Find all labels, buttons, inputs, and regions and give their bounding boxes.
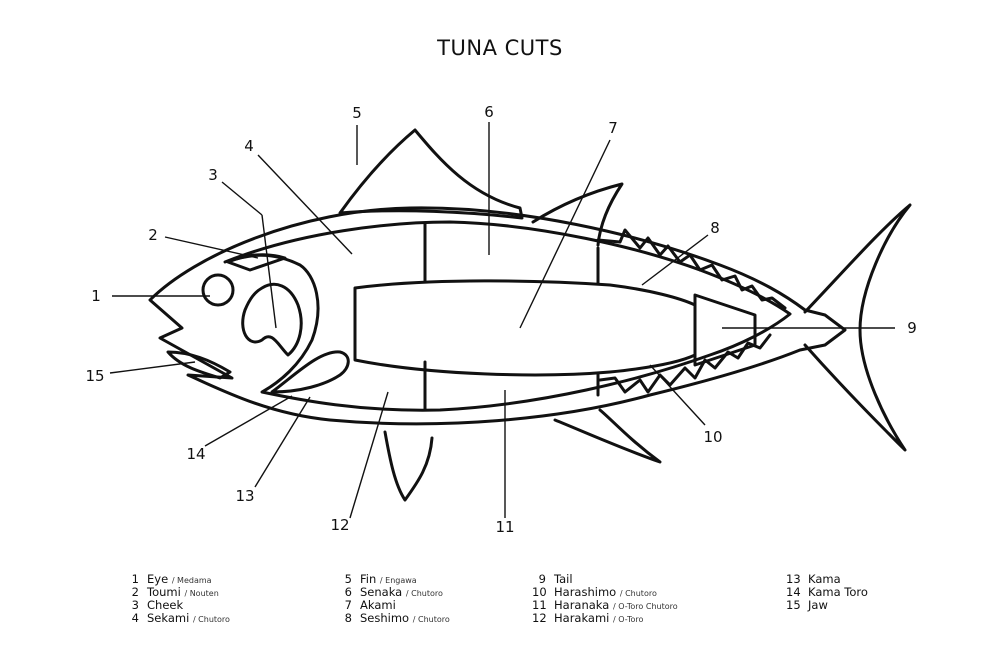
legend-item: 13 Kama (786, 573, 868, 586)
legend-number: 11 (532, 598, 547, 612)
legend-number: 14 (786, 585, 801, 599)
diagram-title: TUNA CUTS (437, 36, 563, 60)
legend-name: Harakami (554, 611, 610, 625)
label-8: 8 (710, 219, 720, 237)
kama-toro (270, 350, 350, 394)
legend-name: Senaka (360, 585, 403, 599)
legend-name: Eye (147, 572, 169, 586)
label-1: 1 (91, 287, 101, 305)
legend-sub: / Chutoro (405, 589, 443, 598)
label-3: 3 (208, 166, 218, 184)
tail-fin (803, 203, 912, 452)
legend-number: 6 (344, 585, 352, 599)
legend-name: Cheek (147, 598, 184, 612)
legend-number: 3 (131, 598, 139, 612)
pelvic-fin (383, 430, 434, 502)
legend-column-1: 1 Eye / Medama 2 Toumi / Nouten 3 Cheek 4 Se… (125, 573, 230, 625)
legend-number: 2 (131, 585, 139, 599)
label-15: 15 (85, 367, 104, 385)
legend-name: Fin (360, 572, 377, 586)
label-5: 5 (352, 104, 362, 122)
legend-number: 5 (344, 572, 352, 586)
legend-item: 6 Senaka / Chutoro (338, 586, 450, 599)
fish-body-outline (148, 206, 847, 426)
legend-sub: / Chutoro (412, 615, 450, 624)
label-7: 7 (608, 119, 618, 137)
eye (201, 273, 235, 307)
legend-item: 1 Eye / Medama (125, 573, 230, 586)
top-finlets (596, 228, 787, 310)
legend-name: Seshimo (360, 611, 410, 625)
label-9: 9 (907, 319, 917, 337)
legend-column-4: 13 Kama 14 Kama Toro 15 Jaw (786, 573, 868, 612)
legend-name: Kama (808, 572, 841, 586)
toumi (226, 253, 287, 272)
legend-item: 11 Haranaka / O-Toro Chutoro (532, 599, 678, 612)
jaw (166, 350, 232, 380)
legend-column-2: 5 Fin / Engawa 6 Senaka / Chutoro 7 Akami 8… (338, 573, 450, 625)
legend-item: 3 Cheek (125, 599, 230, 612)
legend-number: 1 (131, 572, 139, 586)
legend-sub: / O-Toro (613, 615, 644, 624)
label-11: 11 (495, 518, 514, 536)
legend-sub: / Chutoro (619, 589, 657, 598)
label-12: 12 (330, 516, 349, 534)
legend-item: 7 Akami (338, 599, 450, 612)
legend-item: 10 Harashimo / Chutoro (532, 586, 678, 599)
legend: 1 Eye / Medama 2 Toumi / Nouten 3 Cheek 4 Se… (0, 573, 1000, 653)
label-4: 4 (244, 137, 254, 155)
legend-name: Harashimo (554, 585, 617, 599)
legend-item: 9 Tail (532, 573, 678, 586)
label-13: 13 (235, 487, 254, 505)
cheek (241, 282, 303, 357)
dorsal-fin (338, 128, 524, 220)
tail-section (693, 293, 757, 367)
legend-number: 10 (532, 585, 547, 599)
label-6: 6 (484, 103, 494, 121)
fish-inner-outline (223, 220, 792, 412)
second-dorsal-fin (531, 182, 624, 247)
legend-number: 9 (538, 572, 546, 586)
legend-sub: / Medama (171, 576, 212, 585)
label-10: 10 (703, 428, 722, 446)
legend-column-3: 9 Tail 10 Harashimo / Chutoro 11 Haranaka /… (532, 573, 678, 625)
legend-number: 7 (344, 598, 352, 612)
legend-number: 13 (786, 572, 801, 586)
anal-fin (553, 408, 662, 464)
label-2: 2 (148, 226, 158, 244)
legend-item: 2 Toumi / Nouten (125, 586, 230, 599)
label-14: 14 (186, 445, 205, 463)
legend-number: 8 (344, 611, 352, 625)
legend-number: 15 (786, 598, 801, 612)
legend-item: 4 Sekami / Chutoro (125, 612, 230, 625)
legend-name: Akami (360, 598, 396, 612)
legend-item: 8 Seshimo / Chutoro (338, 612, 450, 625)
legend-name: Sekami (147, 611, 190, 625)
legend-sub: / Chutoro (192, 615, 230, 624)
legend-name: Tail (554, 572, 573, 586)
legend-item: 12 Harakami / O-Toro (532, 612, 678, 625)
legend-number: 4 (131, 611, 139, 625)
legend-name: Toumi (147, 585, 181, 599)
legend-name: Kama Toro (808, 585, 868, 599)
legend-sub: / Engawa (379, 576, 417, 585)
legend-sub: / O-Toro Chutoro (612, 602, 678, 611)
legend-item: 5 Fin / Engawa (338, 573, 450, 586)
legend-item: 15 Jaw (786, 599, 868, 612)
akami-section (353, 279, 697, 377)
legend-item: 14 Kama Toro (786, 586, 868, 599)
legend-name: Haranaka (554, 598, 610, 612)
legend-number: 12 (532, 611, 547, 625)
legend-name: Jaw (808, 598, 828, 612)
legend-sub: / Nouten (184, 589, 219, 598)
